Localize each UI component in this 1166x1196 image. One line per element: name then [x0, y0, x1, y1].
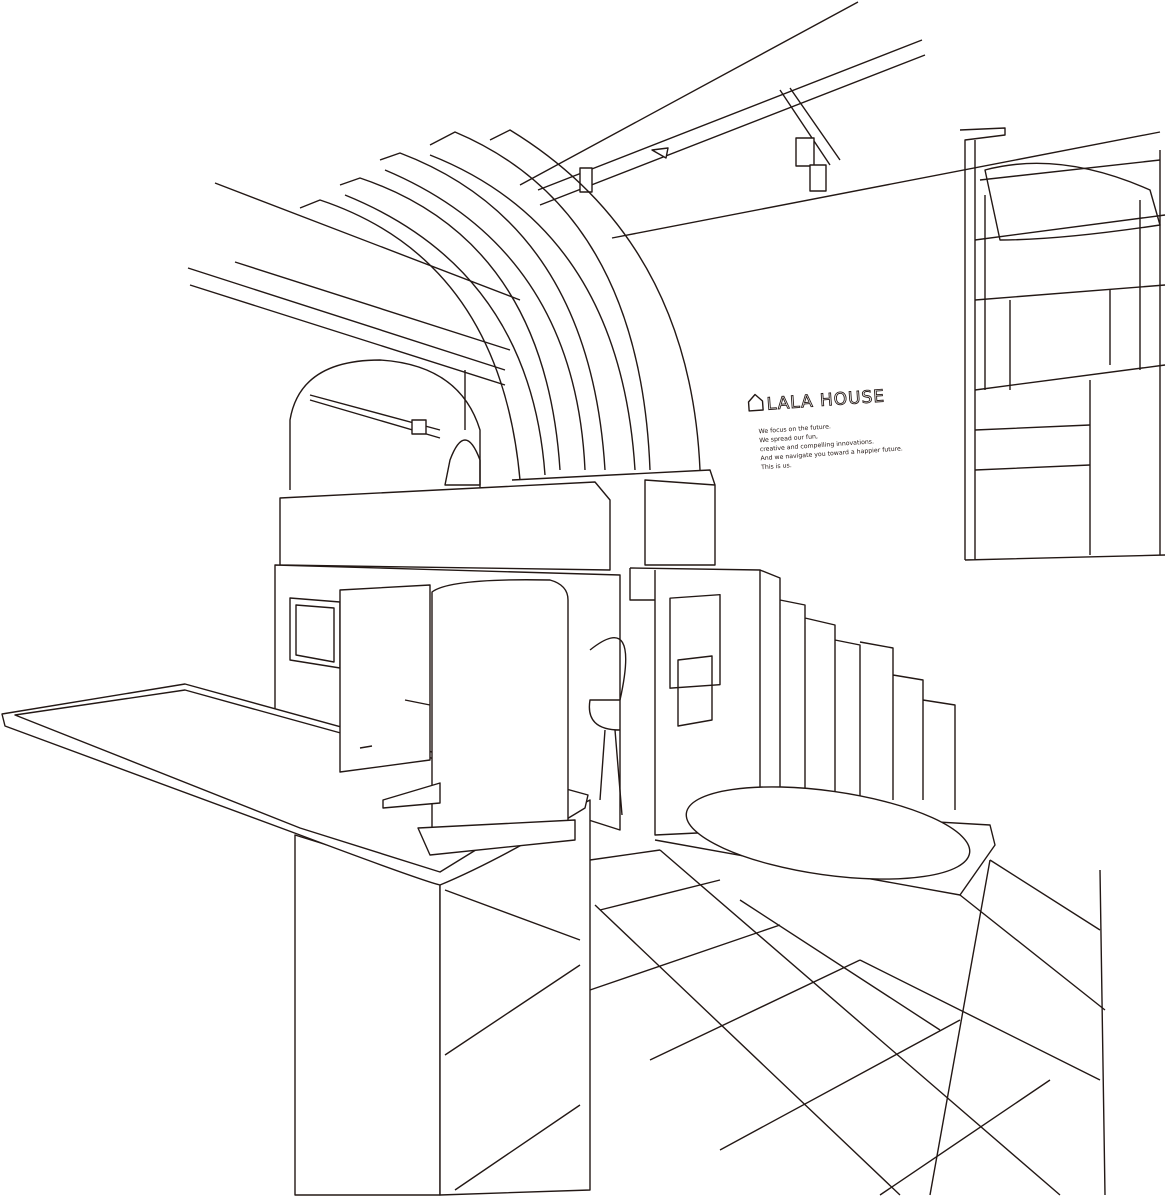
floor-tiles: [589, 849, 1106, 1196]
desk: [1, 579, 591, 1196]
tagline-line: This is us.: [760, 462, 792, 471]
curved-beams: [299, 129, 701, 481]
logo-text: LALA HOUSE: [766, 386, 886, 414]
right-window: [959, 127, 1166, 561]
tagline-line: We focus on the future.: [758, 423, 831, 435]
wall-panel: [629, 567, 996, 896]
arch-opening: [289, 359, 481, 490]
lala-house-sign: LALA HOUSE We focus on the future. We sp…: [747, 386, 903, 471]
ceiling: [187, 1, 1161, 386]
tagline-line: We spread our fun,: [759, 433, 818, 444]
house-logo-icon: [747, 393, 764, 412]
